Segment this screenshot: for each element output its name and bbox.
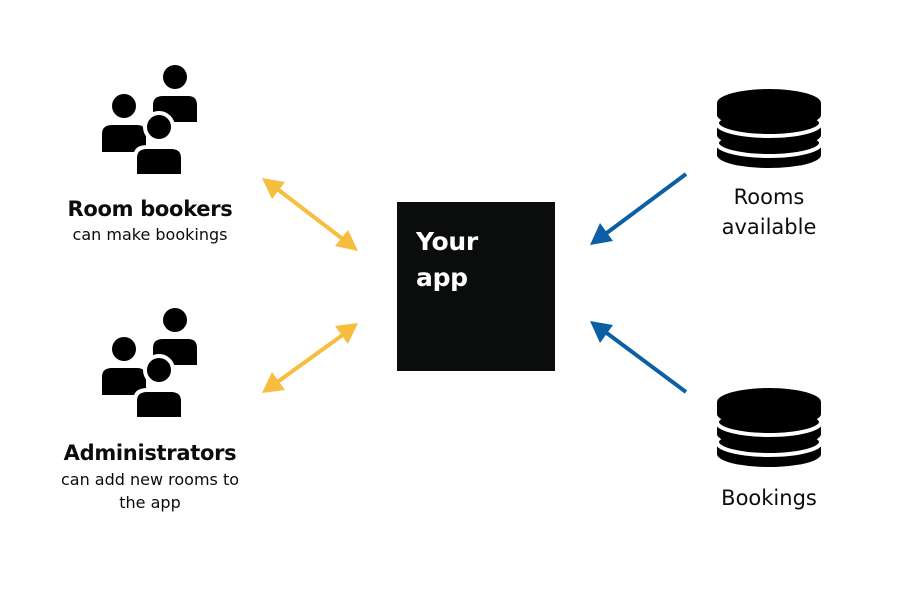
database-icon: [715, 89, 823, 168]
double-arrow-room-bookers: [262, 178, 358, 251]
app-box: Your app: [397, 202, 555, 371]
data-store-label-bookings: Bookings: [721, 486, 817, 510]
actor-description-room-bookers: can make bookings: [72, 225, 228, 244]
data-store-label-rooms-available: Rooms available: [721, 185, 817, 239]
double-arrow-administrators: [262, 323, 358, 393]
arrow-rooms-available: [590, 172, 688, 245]
database-icon: [715, 388, 823, 467]
app-label: Your app: [416, 227, 478, 292]
actor-description-administrators: can add new rooms to the app: [60, 470, 240, 512]
actor-title-administrators: Administrators: [63, 441, 237, 465]
actor-title-room-bookers: Room bookers: [67, 197, 233, 221]
arrow-bookings: [590, 321, 688, 394]
people-group-icon: [102, 308, 197, 421]
people-group-icon: [102, 65, 197, 178]
